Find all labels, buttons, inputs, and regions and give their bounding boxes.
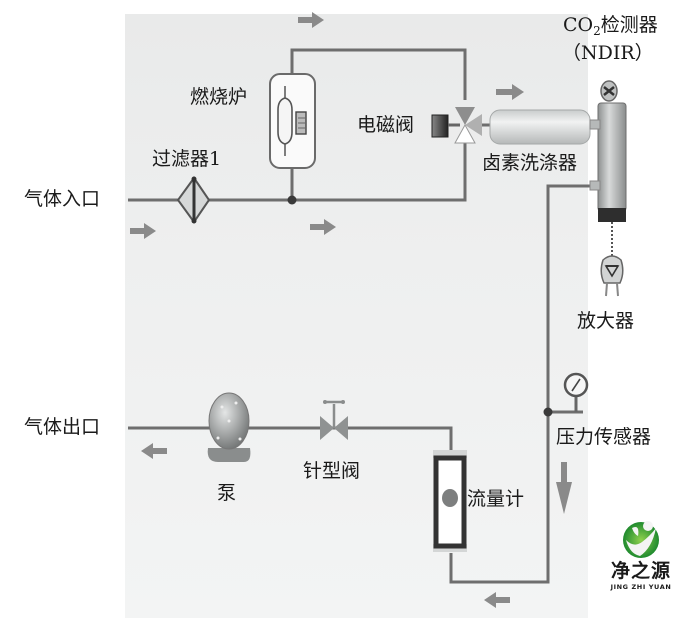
brand-name-cn: 净之源 bbox=[610, 560, 671, 582]
pump-symbol bbox=[207, 392, 251, 462]
arrow-left-icon bbox=[141, 443, 167, 459]
flow-arrows bbox=[130, 12, 572, 608]
flowmeter-label: 流量计 bbox=[467, 488, 525, 510]
needle-valve-label: 针型阀 bbox=[303, 460, 361, 482]
furnace-label: 燃烧炉 bbox=[190, 86, 248, 108]
halogen-scrubber-label: 卤素洗涤器 bbox=[482, 152, 578, 174]
gas-outlet-label: 气体出口 bbox=[24, 416, 101, 438]
solenoid-valve-label: 电磁阀 bbox=[357, 114, 415, 136]
pressure-gauge-symbol bbox=[563, 372, 589, 412]
filter-label: 过滤器1 bbox=[152, 148, 222, 170]
furnace-symbol bbox=[269, 73, 316, 169]
co2-detector-label: CO2检测器 bbox=[563, 14, 658, 38]
pump-label: 泵 bbox=[217, 482, 237, 504]
gas-inlet-label: 气体入口 bbox=[24, 188, 101, 210]
filter-symbol bbox=[176, 176, 211, 224]
amplifier-symbol bbox=[600, 255, 624, 297]
arrow-right-icon bbox=[130, 223, 156, 239]
co2-detector-symbol bbox=[589, 80, 627, 256]
junction-dot bbox=[543, 407, 553, 417]
arrow-left-icon bbox=[484, 592, 510, 608]
arrow-down-icon bbox=[556, 462, 572, 514]
halogen-scrubber-symbol bbox=[489, 109, 591, 145]
flowmeter-symbol bbox=[433, 450, 467, 552]
return-pipe bbox=[449, 184, 597, 584]
needle-valve-symbol bbox=[320, 400, 348, 440]
co2-detector-type-label: （NDIR） bbox=[562, 42, 654, 64]
junction-dot bbox=[287, 195, 297, 205]
outlet-pipe bbox=[128, 426, 453, 450]
solenoid-valve-symbol bbox=[431, 107, 482, 144]
pressure-sensor-label: 压力传感器 bbox=[556, 426, 652, 448]
arrow-right-icon bbox=[496, 84, 524, 100]
main-pipe-inlet bbox=[128, 140, 467, 202]
logo-mark-icon bbox=[623, 521, 659, 558]
brand-name-en: JING ZHI YUAN bbox=[610, 583, 672, 591]
brand-logo: 净之源 JING ZHI YUAN bbox=[606, 520, 676, 592]
amplifier-label: 放大器 bbox=[577, 310, 635, 332]
arrow-right-icon bbox=[298, 12, 324, 28]
arrow-right-icon bbox=[310, 219, 336, 235]
